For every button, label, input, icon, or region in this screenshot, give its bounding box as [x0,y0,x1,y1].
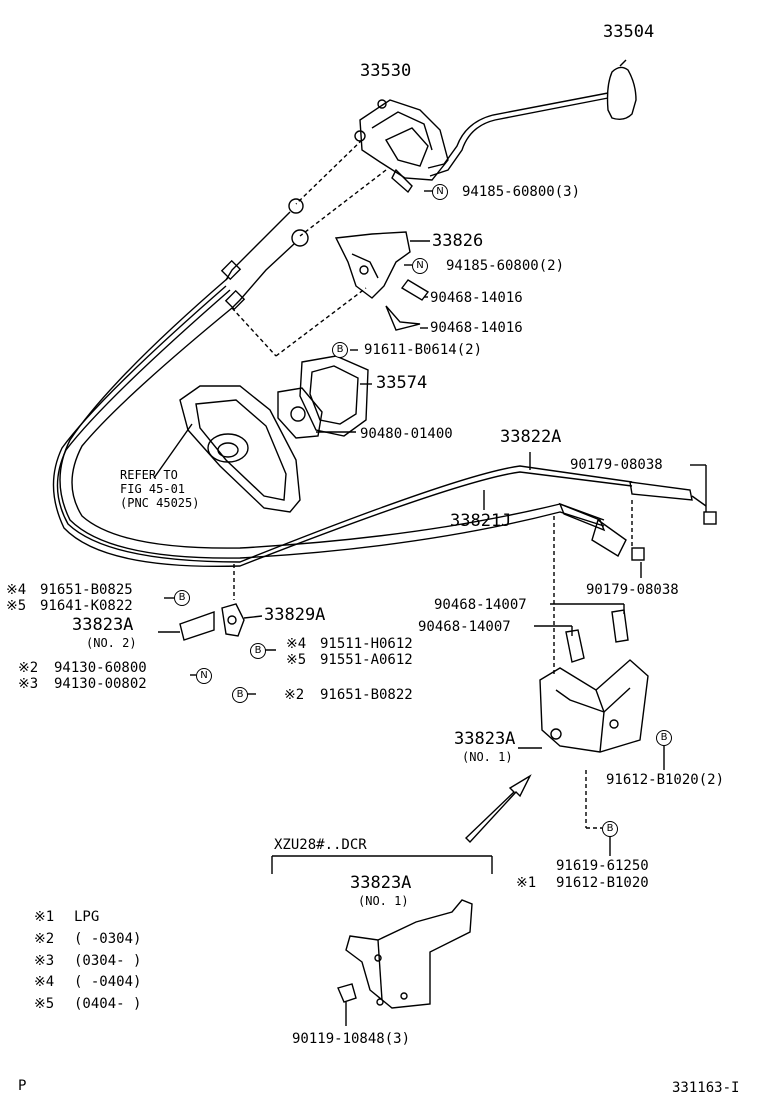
label-90179-a: 90179-08038 [570,457,663,473]
mark-4a: ※4 [6,582,27,598]
legend-text: ( -0404) [74,974,142,990]
legend-mark: ※2 [34,931,55,947]
legend-text: (0404- ) [74,996,142,1012]
label-33826: 33826 [432,231,484,251]
label-91641: 91641-K0822 [40,598,133,614]
label-33823A-box-sub: (NO. 1) [358,894,409,908]
b-circle-icon: B [174,590,190,606]
n-circle-icon: N [412,258,428,274]
shift-lever-rod [427,92,609,177]
mark-5b: ※5 [286,652,307,668]
b-circle-icon: B [232,687,248,703]
label-91619: 91619-61250 [556,858,649,874]
b-circle-icon: B [656,730,672,746]
label-90119: 90119-10848(3) [292,1031,411,1047]
label-33829A: 33829A [264,605,326,625]
footer-page-code: P [18,1078,27,1094]
label-91551: 91551-A0612 [320,652,413,668]
b-circle-icon: B [602,821,618,837]
label-91651-b0822: 91651-B0822 [320,687,413,703]
label-94185-1: 94185-60800(3) [462,184,581,200]
label-91611: 91611-B0614(2) [364,342,483,358]
legend-mark: ※1 [34,909,55,925]
label-33823A-box: 33823A [350,873,412,893]
cable-bracket-33826 [334,231,430,331]
mark-2a: ※2 [18,660,39,676]
label-33823A-no1-sub: (NO. 1) [462,750,513,764]
legend-text: LPG [74,909,100,925]
legend-text: (0304- ) [74,953,142,969]
label-leaders [164,190,531,695]
floor-panel-ref [153,385,301,513]
label-90468-14016-b: 90468-14016 [430,320,523,336]
footer-figure-number: 331163-I [672,1080,740,1096]
label-91612-1: 91612-B1020 [556,875,649,891]
clamp-33829A [158,603,263,641]
leader-dashes [231,139,633,829]
variant-box-label: XZU28#..DCR [274,837,367,853]
mark-5a: ※5 [6,598,27,614]
label-94130-00802: 94130-00802 [54,676,147,692]
mark-4b: ※4 [286,636,307,652]
label-91612-2: 91612-B1020(2) [606,772,725,788]
variant-box-frame [271,855,493,874]
label-33822A: 33822A [500,427,562,447]
bracket-33823A-no1 [518,609,649,753]
label-33821J: 33821J [450,511,512,531]
clip-leaders [534,464,707,856]
label-90468-14016-a: 90468-14016 [430,290,523,306]
label-91651-b0825: 91651-B0825 [40,582,133,598]
label-90179-b: 90179-08038 [586,582,679,598]
label-94185-2: 94185-60800(2) [446,258,565,274]
label-90480: 90480-01400 [360,426,453,442]
label-91511: 91511-H0612 [320,636,413,652]
label-33530: 33530 [360,61,412,81]
control-cables [52,277,717,568]
legend-mark: ※3 [34,953,55,969]
b-circle-icon: B [250,643,266,659]
shift-knob-33504 [606,59,637,121]
legend-text: ( -0304) [74,931,142,947]
mark-3a: ※3 [18,676,39,692]
cable-ends [220,198,309,311]
label-33823A-no2: 33823A [72,615,134,635]
label-94130-60800: 94130-60800 [54,660,147,676]
label-33574: 33574 [376,373,428,393]
refer-line3: (PNC 45025) [120,496,200,510]
label-90468-14007-a: 90468-14007 [434,597,527,613]
direction-arrow [464,774,532,844]
shift-lever-assy-33530 [354,99,449,194]
legend-mark: ※4 [34,974,55,990]
label-90468-14007-b: 90468-14007 [418,619,511,635]
label-33823A-no1: 33823A [454,729,516,749]
legend-mark: ※5 [34,996,55,1012]
b-circle-icon: B [332,342,348,358]
label-33504: 33504 [603,22,655,42]
refer-line1: REFER TO [120,468,178,482]
refer-line2: FIG 45-01 [120,482,186,496]
n-circle-icon: N [432,184,448,200]
mark-2b: ※2 [284,687,305,703]
label-33823A-no2-sub: (NO. 2) [86,636,137,650]
n-circle-icon: N [196,668,212,684]
variant-bracket-33823A [337,899,473,1026]
mark-1: ※1 [516,875,537,891]
cover-plate-33574 [277,355,369,439]
